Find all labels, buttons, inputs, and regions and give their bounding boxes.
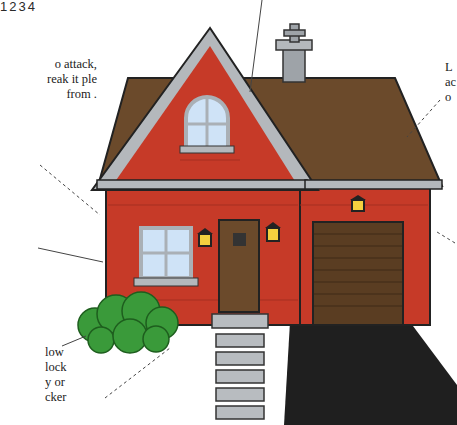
callout-note: L ac o: [445, 60, 457, 105]
porch-light: [197, 228, 213, 246]
garage-light: [350, 195, 366, 211]
gable: [112, 46, 298, 186]
window-sill: [134, 278, 198, 286]
chimney: [283, 48, 305, 82]
gable-window: [186, 97, 228, 148]
callout-note: o attack, reak it ple from .: [45, 57, 97, 102]
house-number: 1234: [0, 0, 60, 14]
window-mullion: [141, 252, 191, 255]
door-window: [233, 233, 246, 246]
window-sill: [180, 146, 234, 153]
porch-light: [265, 222, 281, 241]
eave-trim: [305, 180, 442, 189]
leader-line: [38, 0, 455, 398]
garage-door-panels: [314, 234, 402, 306]
front-window: [141, 228, 191, 278]
window-mullion: [186, 123, 228, 126]
driveway: [284, 322, 457, 425]
garage-door: [313, 222, 403, 325]
chimney-pipe: [284, 30, 305, 36]
front-steps: [212, 314, 268, 419]
garage-wall: [298, 188, 430, 325]
bush: [78, 292, 178, 353]
front-door: [219, 220, 259, 312]
gable-trim: [92, 28, 318, 190]
eave-trim: [97, 180, 307, 189]
callout-note: low lock y or cker: [45, 345, 75, 405]
